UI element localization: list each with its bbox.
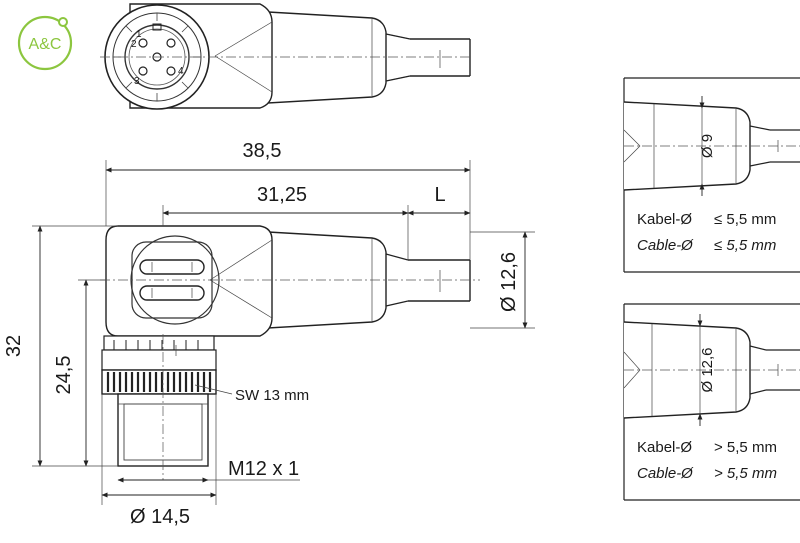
detail-small-row2-label: Cable-Ø	[637, 237, 694, 254]
dim-thread: M12 x 1	[228, 458, 299, 480]
detail-small-diameter: Ø 9	[699, 134, 716, 158]
dim-nut-diameter: Ø 14,5	[130, 506, 190, 528]
side-view	[100, 225, 480, 480]
detail-large-row1-label: Kabel-Ø	[637, 439, 692, 456]
detail-small-row1-value: ≤ 5,5 mm	[714, 211, 776, 228]
pin-label-1: 1	[136, 29, 142, 40]
dim-cable-length: L	[434, 184, 445, 206]
dim-cable-diameter: Ø 12,6	[498, 252, 520, 312]
dim-wrench-size: SW 13 mm	[235, 387, 309, 404]
dim-overall-length: 38,5	[243, 140, 282, 162]
dim-height-body: 24,5	[53, 356, 75, 395]
company-logo: A&C	[17, 15, 73, 71]
detail-large-row2-value: > 5,5 mm	[714, 465, 777, 482]
pin-label-3: 3	[134, 76, 140, 87]
detail-small-row1-label: Kabel-Ø	[637, 211, 692, 228]
detail-large-diameter: Ø 12,6	[699, 347, 716, 392]
dim-body-length: 31,25	[257, 184, 307, 206]
detail-box-large-cable: Ø 12,6 Kabel-Ø > 5,5 mm Cable-Ø > 5,5 mm	[623, 303, 800, 501]
detail-small-row2-value: ≤ 5,5 mm	[714, 237, 776, 254]
dimension-lines	[32, 160, 535, 505]
dim-height-total: 32	[3, 335, 25, 357]
detail-box-small-cable: Ø 9 Kabel-Ø ≤ 5,5 mm Cable-Ø ≤ 5,5 mm	[623, 77, 800, 273]
pin-label-4: 4	[178, 66, 184, 77]
pin-label-2: 2	[131, 39, 137, 50]
top-view: 1 2 3 4	[100, 3, 471, 110]
logo-text: A&C	[29, 36, 62, 53]
detail-large-row2-label: Cable-Ø	[637, 465, 694, 482]
detail-large-row1-value: > 5,5 mm	[714, 439, 777, 456]
